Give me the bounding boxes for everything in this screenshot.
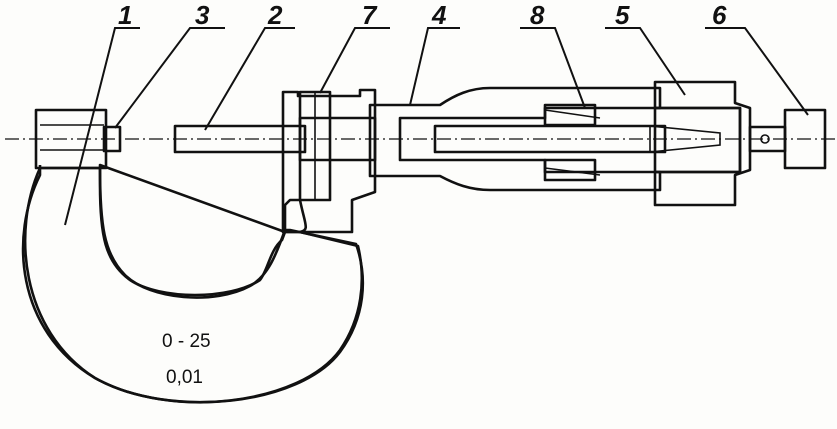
leader-1 <box>64 27 140 226</box>
thimble <box>653 80 752 207</box>
label-6: 6 <box>712 0 727 30</box>
leader-5 <box>605 27 686 96</box>
label-4: 4 <box>431 0 447 30</box>
leader-8 <box>520 27 586 109</box>
leader-2 <box>204 27 295 131</box>
resolution-marking: 0,01 <box>166 367 203 388</box>
label-3: 3 <box>195 0 210 30</box>
label-7: 7 <box>362 0 378 30</box>
screw-thread <box>649 125 721 153</box>
leader-3 <box>114 27 225 129</box>
label-1: 1 <box>118 0 132 30</box>
frame-outline <box>23 166 365 404</box>
leader-6 <box>705 27 809 116</box>
leader-7 <box>319 27 390 94</box>
label-5: 5 <box>615 0 630 30</box>
label-8: 8 <box>530 0 545 30</box>
nut-upper <box>543 103 597 127</box>
sleeve <box>368 86 662 192</box>
frame-hub <box>281 88 377 234</box>
range-marking: 0 - 25 <box>162 331 211 352</box>
leader-4 <box>409 27 460 106</box>
label-2: 2 <box>267 0 283 30</box>
nut-lower <box>543 158 597 182</box>
